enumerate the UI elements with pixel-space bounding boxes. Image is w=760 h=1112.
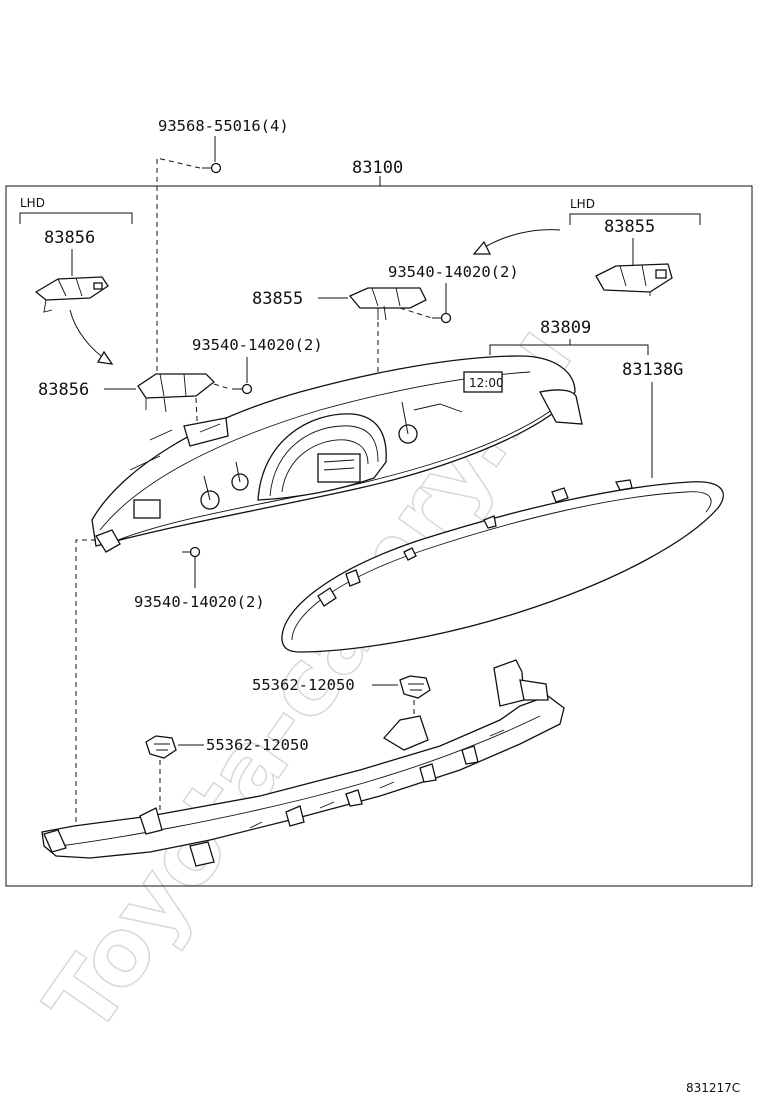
- lens-icon: [281, 479, 724, 653]
- lhd-right-bracket-line: [569, 213, 701, 225]
- label-clip-left: 55362-12050: [206, 736, 309, 754]
- bracket-right-a-icon: [595, 263, 673, 296]
- dash-cluster-left: [75, 539, 96, 822]
- label-bracket-right-b: 83855: [252, 289, 303, 309]
- lhd-left-bracket-line: [19, 212, 133, 224]
- label-lens: 83138G: [622, 360, 683, 380]
- clip-left-icon: [145, 735, 177, 759]
- bracket-left-b-icon: [137, 373, 215, 413]
- label-bracket-left-a: 83856: [44, 228, 95, 248]
- label-lhd-left: LHD: [20, 196, 45, 210]
- label-assembly: 83100: [352, 158, 403, 178]
- assembly-frame: [5, 185, 753, 887]
- screw-top-icon: [202, 162, 222, 174]
- clip-right-icon: [399, 675, 431, 699]
- screw-middle-icon: [232, 383, 253, 395]
- leader-gauge-group: [489, 339, 649, 355]
- lower-housing-icon: [41, 659, 565, 867]
- label-screw-right: 93540-14020(2): [388, 263, 519, 281]
- svg-text:12:00: 12:00: [469, 376, 504, 390]
- instrument-cluster-icon: 12:00: [91, 355, 583, 553]
- dash-bracket-right-b: [377, 307, 433, 372]
- label-clip-right: 55362-12050: [252, 676, 355, 694]
- label-gauge-group: 83809: [540, 318, 591, 338]
- label-lhd-right: LHD: [570, 197, 595, 211]
- label-screw-bottom: 93540-14020(2): [134, 593, 265, 611]
- bracket-right-b-icon: [348, 287, 427, 321]
- arrow-right-head: [472, 240, 492, 255]
- arrow-right: [479, 229, 561, 251]
- arrow-left-head: [96, 350, 114, 365]
- drawing-number: 831217C: [686, 1081, 740, 1095]
- dash-bracket-left-b: [195, 383, 231, 441]
- screw-bottom-icon: [182, 546, 201, 558]
- label-screw-middle: 93540-14020(2): [192, 336, 323, 354]
- label-screw-top: 93568-55016(4): [158, 117, 289, 135]
- screw-right-icon: [432, 312, 452, 324]
- label-bracket-right-a: 83855: [604, 217, 655, 237]
- label-bracket-left-b: 83856: [38, 380, 89, 400]
- bracket-left-a-icon: [34, 276, 109, 313]
